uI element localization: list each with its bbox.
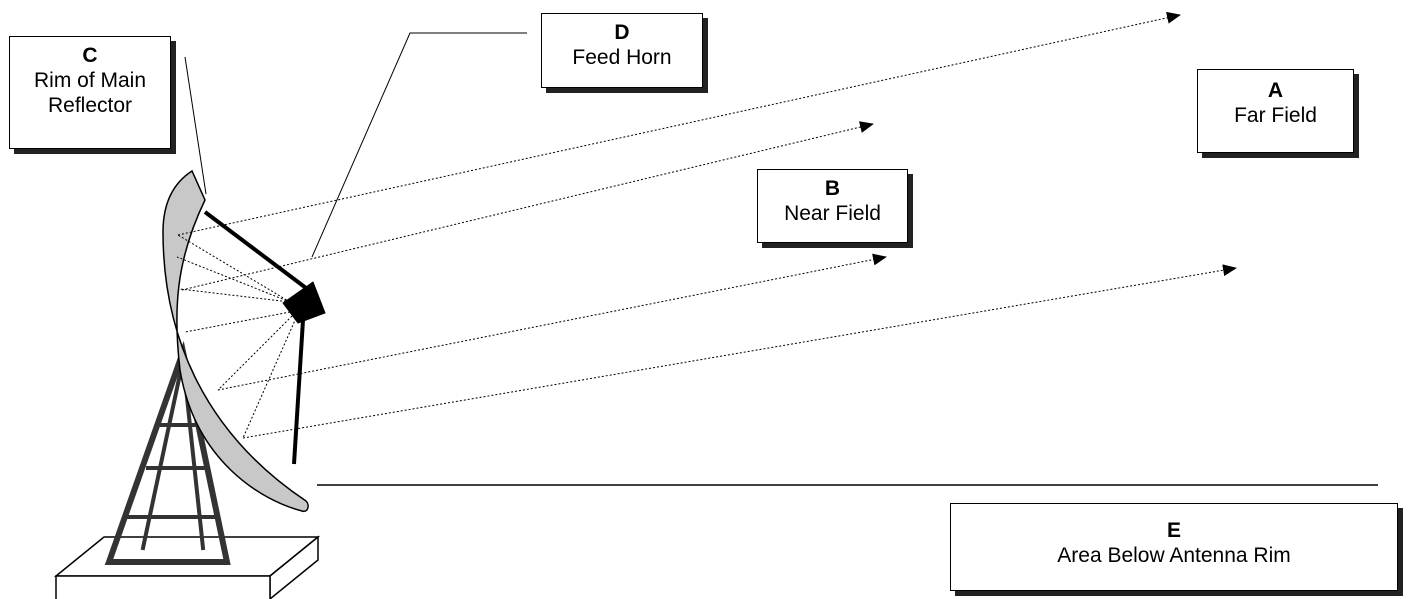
label-c-rim-of-main-reflector: C Rim of Main Reflector	[9, 36, 171, 149]
label-b-text: Near Field	[784, 202, 881, 225]
label-d-text: Feed Horn	[572, 46, 672, 69]
beam-near-field-upper	[181, 121, 874, 291]
radiated-beams	[177, 11, 1237, 439]
beam-far-field-upper	[177, 11, 1181, 236]
feed-illumination-rays	[176, 234, 297, 439]
label-b-near-field: B Near Field	[757, 169, 908, 243]
beam-near-field-lower	[217, 253, 887, 391]
feed-support-struts	[203, 210, 308, 465]
main-reflector	[162, 169, 309, 513]
callout-leaders	[184, 32, 527, 258]
label-c-letter: C	[82, 44, 98, 67]
label-d-feed-horn: D Feed Horn	[541, 13, 703, 88]
base-platform	[53, 535, 321, 599]
label-a-text: Far Field	[1234, 104, 1317, 127]
lattice-tower	[104, 340, 231, 565]
leader-d	[311, 32, 527, 258]
feed-horn	[282, 281, 326, 324]
label-e-letter: E	[1166, 519, 1181, 542]
label-c-text: Rim of Main Reflector	[33, 69, 147, 117]
label-e-text: Area Below Antenna Rim	[1057, 544, 1291, 567]
label-a-far-field: A Far Field	[1197, 69, 1354, 153]
label-a-letter: A	[1267, 79, 1284, 102]
label-e-area-below-antenna-rim: E Area Below Antenna Rim	[950, 503, 1398, 591]
leader-c	[184, 56, 207, 195]
beam-far-field-lower	[242, 264, 1237, 439]
label-d-letter: D	[614, 21, 630, 44]
label-b-letter: B	[824, 177, 841, 200]
